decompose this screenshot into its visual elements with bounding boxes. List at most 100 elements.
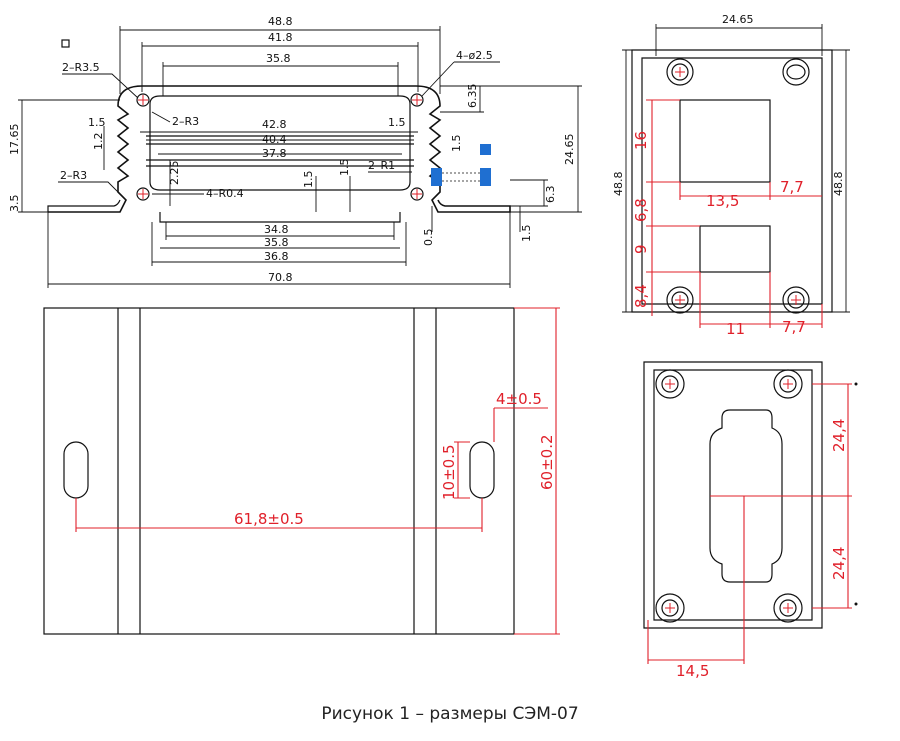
bot-hole-bl-outer (655, 593, 685, 623)
side-view: 61,8±0.5 60±0.2 10±0.5 4±0.5 (43, 307, 560, 635)
top-hole-tl (671, 63, 689, 81)
dim-1-5-fins: 1.5 (450, 135, 463, 153)
dim-8-4: 8,4 (632, 284, 650, 308)
dim-36-8: 36.8 (264, 250, 289, 263)
callout-r3-5: 2–R3.5 (62, 61, 100, 74)
hole-top-right (410, 93, 424, 107)
side-rails (117, 308, 437, 634)
bot-hole-tl (661, 375, 679, 393)
dim-10: 10±0.5 (440, 444, 458, 500)
dim-6-3: 6.3 (544, 186, 557, 204)
dim-9: 9 (632, 244, 650, 254)
dim-48-8-left: 48.8 (612, 172, 625, 197)
dim-42-8: 42.8 (262, 118, 287, 131)
dim-60: 60±0.2 (538, 434, 556, 490)
blue-marker-2 (431, 168, 442, 186)
bottom-panel-outline (643, 361, 823, 629)
bottom-panel-view: 24,4 24,4 14,5 (643, 361, 858, 680)
figure-caption: Рисунок 1 – размеры СЭМ-07 (321, 704, 579, 724)
top-hole-bl (671, 291, 689, 309)
dim-24-65-top: 24.65 (722, 13, 754, 26)
side-dim-lines (75, 307, 560, 635)
profile-rail-top (146, 135, 414, 145)
top-hole-tl-outer (666, 58, 694, 86)
dim-11: 11 (726, 320, 745, 338)
blue-marker-3 (480, 168, 491, 186)
dim-1-5-right: 1.5 (388, 116, 406, 129)
dim-1-5-mid: 1.5 (302, 171, 315, 189)
side-outline (43, 307, 515, 635)
dot-bottom (854, 602, 858, 606)
dim-40-4: 40.4 (262, 133, 287, 146)
top-cutout-lower (699, 225, 771, 273)
dim-0-5: 0.5 (422, 229, 435, 247)
blue-marker-1 (480, 144, 491, 155)
dim-3-5: 3.5 (8, 195, 21, 213)
top-hole-tr-outer (782, 58, 810, 86)
dim-6-8: 6,8 (632, 198, 650, 222)
callout-leaders (58, 61, 500, 199)
small-square-mark (61, 39, 70, 48)
top-panel-black-dims (622, 24, 850, 313)
dim-7-7-bottom: 7,7 (782, 318, 806, 336)
top-panel-red-dims (646, 99, 823, 328)
bot-hole-br-outer (773, 593, 803, 623)
profile-inner-cavity (149, 95, 411, 191)
dim-24-4-top: 24,4 (830, 419, 848, 452)
profile-bottom-slot (159, 212, 401, 223)
dim-35-8-bottom: 35.8 (264, 236, 289, 249)
dim-34-8: 34.8 (264, 223, 289, 236)
dim-48-8: 48.8 (268, 15, 293, 28)
top-hole-tr (786, 64, 806, 80)
dim-1-5-left: 1.5 (88, 116, 106, 129)
bot-hole-br (779, 599, 797, 617)
hole-bottom-left (136, 187, 150, 201)
top-cutout-upper (679, 99, 771, 183)
dim-17-65: 17.65 (8, 124, 21, 156)
marker-link (442, 172, 480, 182)
top-panel-view: 24.65 48.8 48.8 16 13,5 7,7 6,8 9 8,4 11… (612, 13, 850, 338)
callout-d2-5: 4–ø2.5 (456, 49, 493, 62)
dim-48-8-right: 48.8 (832, 172, 845, 197)
dim-61-8: 61,8±0.5 (234, 510, 304, 528)
top-hole-centers (675, 67, 801, 305)
dim-24-65: 24.65 (563, 134, 576, 166)
dim-1-5-mid2: 1.5 (338, 159, 351, 177)
profile-base-plate (47, 199, 121, 212)
profile-dim-lines (18, 26, 582, 288)
dim-1-5-base: 1.5 (520, 225, 533, 243)
hole-top-left (136, 93, 150, 107)
dim-4: 4±0.5 (496, 390, 542, 408)
dim-24-4-bottom: 24,4 (830, 547, 848, 580)
dim-2-25: 2.25 (168, 161, 181, 186)
bottom-panel-red-dims (647, 383, 852, 664)
hole-bottom-right (410, 187, 424, 201)
top-hole-br-outer (782, 286, 810, 314)
dim-1-2: 1.2 (92, 133, 105, 151)
bottom-connector-cutout (709, 409, 783, 583)
dim-16: 16 (632, 131, 650, 150)
dot-top (854, 382, 858, 386)
top-hole-bl-outer (666, 286, 694, 314)
dim-7-7-top: 7,7 (780, 178, 804, 196)
side-slot-right (469, 441, 495, 499)
profile-rail-bottom (146, 159, 414, 167)
dim-35-8-top: 35.8 (266, 52, 291, 65)
callout-r3-bottom: 2–R3 (60, 169, 87, 182)
dim-70-8: 70.8 (268, 271, 293, 284)
callout-r1: 2–R1 (368, 159, 395, 172)
dim-14-5: 14,5 (676, 662, 709, 680)
bot-hole-tl-outer (655, 369, 685, 399)
bot-hole-tr (779, 375, 797, 393)
side-slot-left (63, 441, 89, 499)
dim-41-8: 41.8 (268, 31, 293, 44)
dim-13-5: 13,5 (706, 192, 739, 210)
top-hole-br (787, 291, 805, 309)
dim-6-35: 6.35 (466, 84, 479, 109)
callout-r3-top: 2–R3 (172, 115, 199, 128)
bot-hole-tr-outer (773, 369, 803, 399)
dim-37-8: 37.8 (262, 147, 287, 160)
hole-centers (138, 95, 422, 199)
bot-hole-centers (665, 379, 793, 613)
